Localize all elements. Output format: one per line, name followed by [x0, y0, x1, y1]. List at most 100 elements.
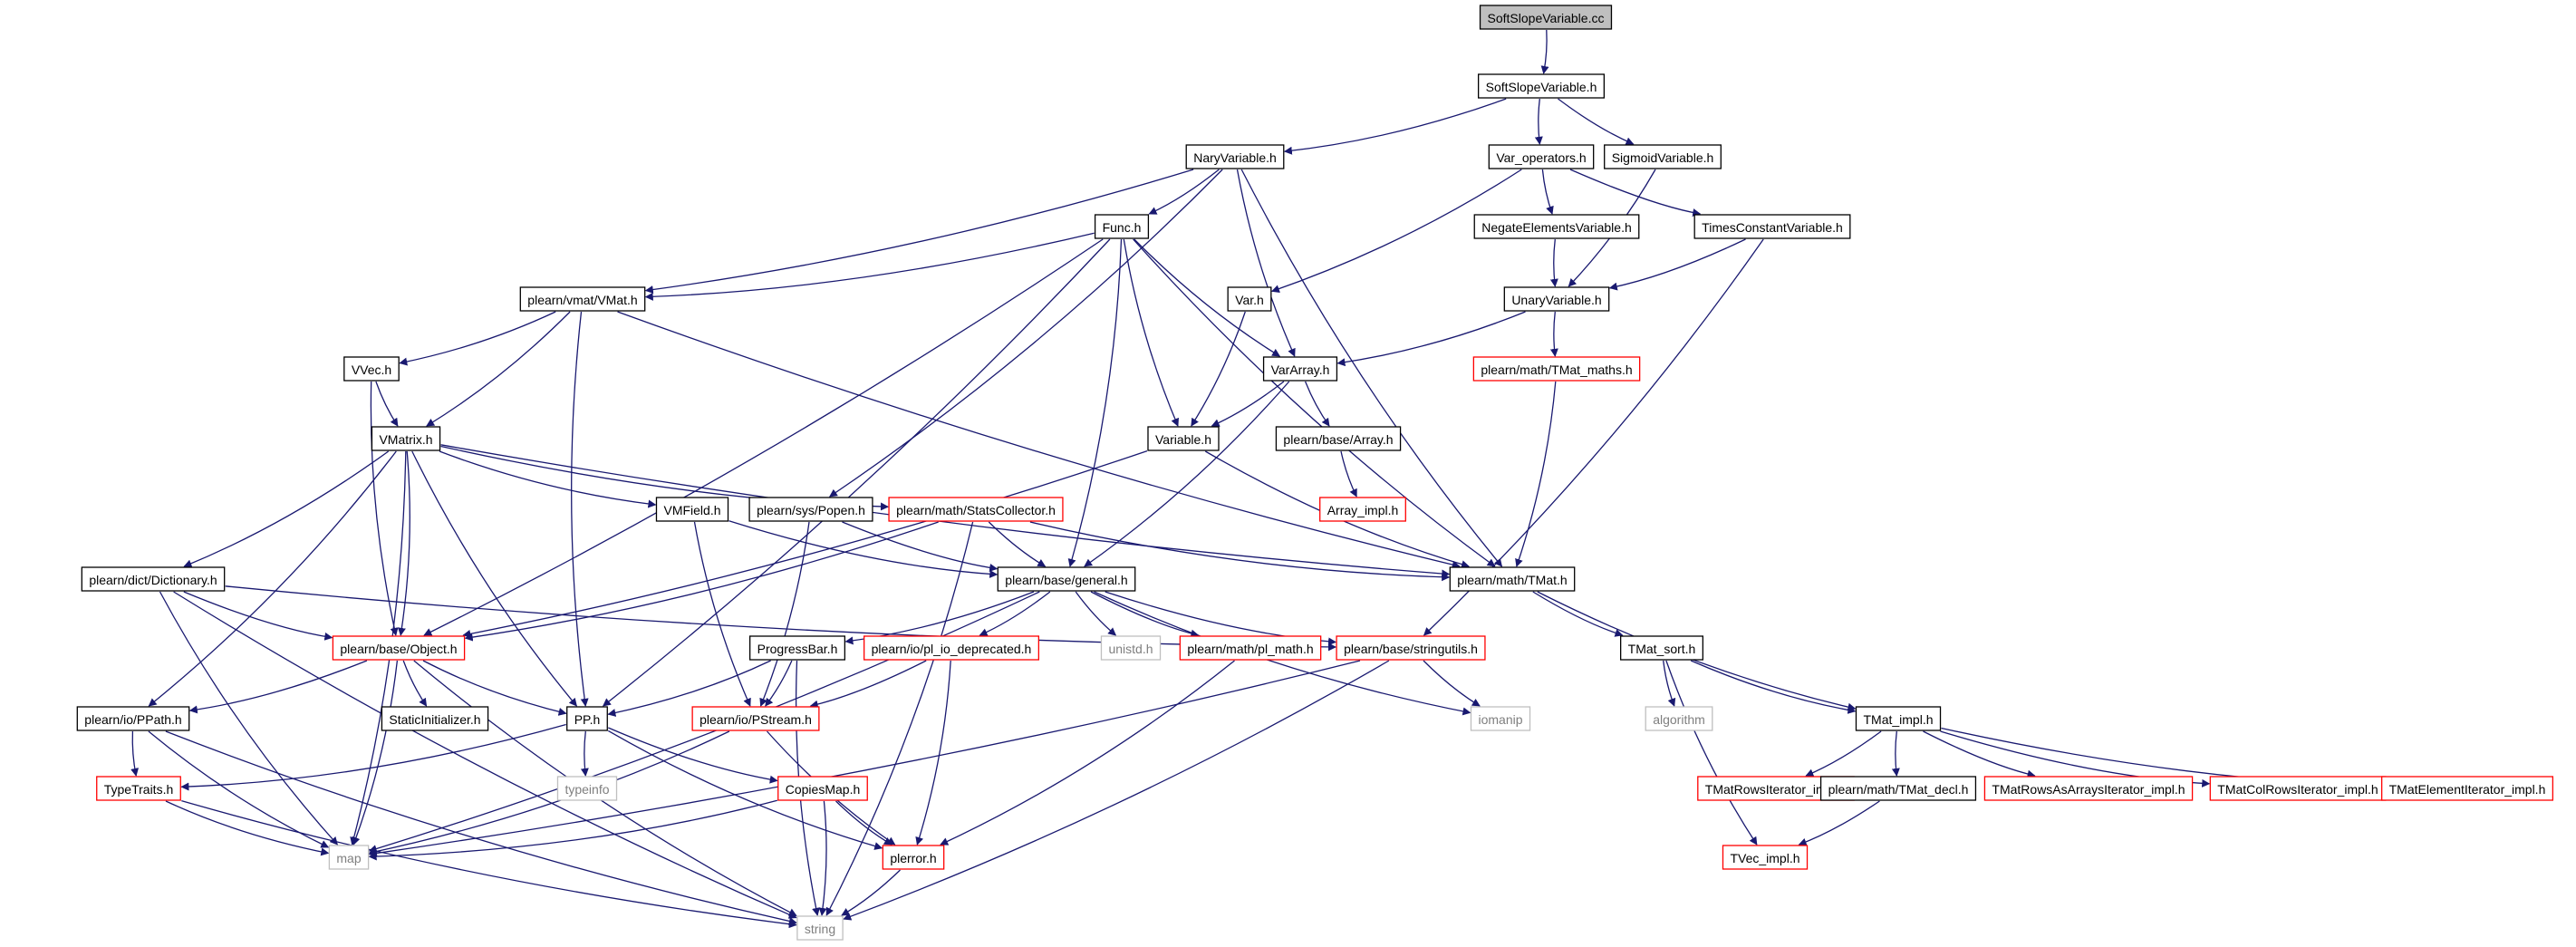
edge-plearn-vmat-vmat-h-to-vvec-h — [399, 311, 556, 366]
node-plearn-math-tmat-h[interactable]: plearn/math/TMat.h — [1449, 566, 1576, 592]
node-var-operators-h[interactable]: Var_operators.h — [1488, 144, 1595, 169]
node-label: typeinfo — [564, 782, 609, 797]
node-progressbar-h[interactable]: ProgressBar.h — [748, 635, 846, 661]
node-sigmoidvariable-h[interactable]: SigmoidVariable.h — [1604, 144, 1722, 169]
node-box — [1983, 776, 2194, 801]
edge-typetraits-h-to-string — [181, 799, 797, 929]
edge-plearn-math-tmat-h-to-tmat-impl-h — [1537, 591, 1857, 711]
edge-plearn-base-general-h-to-unistd-h — [1075, 591, 1117, 636]
node-plearn-math-tmat-decl-h[interactable]: plearn/math/TMat_decl.h — [1819, 776, 1977, 801]
edge-timesconstantvariable-h-to-unaryvariable-h — [1608, 238, 1746, 291]
node-box — [343, 356, 400, 382]
node-staticinitializer-h[interactable]: StaticInitializer.h — [381, 706, 489, 731]
edge-naryvariable-h-to-func-h — [1148, 169, 1220, 215]
node-func-h[interactable]: Func.h — [1094, 214, 1150, 239]
node-label: TMatRowsIterator_impl.h — [1705, 782, 1847, 797]
node-box — [691, 706, 820, 731]
node-plearn-base-stringutils-h[interactable]: plearn/base/stringutils.h — [1336, 635, 1486, 661]
node-box — [1819, 776, 1977, 801]
node-var-h[interactable]: Var.h — [1227, 286, 1272, 312]
edge-plearn-base-general-h-to-plearn-math-pl-math-h — [1090, 591, 1200, 638]
node-tmat-impl-h[interactable]: TMat_impl.h — [1855, 706, 1942, 731]
node-pp-h[interactable]: PP.h — [566, 706, 608, 731]
edge-negateelementsvariable-h-to-unaryvariable-h — [1549, 238, 1558, 287]
node-unistd-h[interactable]: unistd.h — [1100, 635, 1162, 661]
node-copiesmap-h[interactable]: CopiesMap.h — [777, 776, 868, 801]
node-box — [1275, 426, 1402, 451]
edge-plearn-dict-dictionary-h-to-string — [173, 591, 797, 919]
edge-tmat-impl-h-to-tmatrowsasarraysiterator-impl-h — [1923, 730, 2036, 778]
node-vmfield-h[interactable]: VMField.h — [655, 497, 729, 522]
node-label: Func.h — [1103, 220, 1142, 235]
node-label: plearn/io/PStream.h — [699, 712, 812, 727]
edge-func-h-to-pp-h — [602, 238, 1111, 707]
node-label: plearn/base/stringutils.h — [1344, 642, 1478, 656]
node-plearn-io-pl-io-deprecated-h[interactable]: plearn/io/pl_io_deprecated.h — [863, 635, 1040, 661]
node-plearn-io-pstream-h[interactable]: plearn/io/PStream.h — [691, 706, 820, 731]
node-box — [566, 706, 608, 731]
node-timesconstantvariable-h[interactable]: TimesConstantVariable.h — [1693, 214, 1851, 239]
node-plearn-sys-popen-h[interactable]: plearn/sys/Popen.h — [748, 497, 873, 522]
node-box — [371, 426, 441, 451]
node-label: plerror.h — [890, 851, 936, 865]
edge-plearn-io-ppath-h-to-map — [148, 730, 330, 848]
node-array-impl-h[interactable]: Array_impl.h — [1319, 497, 1406, 522]
node-box — [882, 845, 945, 870]
node-unaryvariable-h[interactable]: UnaryVariable.h — [1503, 286, 1610, 312]
node-tmatcolrowsiterator-impl-h[interactable]: TMatColRowsIterator_impl.h — [2209, 776, 2387, 801]
node-tvec-impl-h[interactable]: TVec_impl.h — [1722, 845, 1809, 870]
node-label: Var.h — [1235, 293, 1264, 307]
node-box — [1319, 497, 1406, 522]
node-box — [1604, 144, 1722, 169]
node-negateelementsvariable-h[interactable]: NegateElementsVariable.h — [1473, 214, 1640, 239]
node-plerror-h[interactable]: plerror.h — [882, 845, 945, 870]
node-typetraits-h[interactable]: TypeTraits.h — [96, 776, 181, 801]
edge-func-h-to-variable-h — [1123, 238, 1179, 427]
edge-func-h-to-plearn-base-object-h — [423, 238, 1104, 636]
node-tmatrowsasarraysiterator-impl-h[interactable]: TMatRowsAsArraysIterator_impl.h — [1983, 776, 2194, 801]
node-plearn-base-array-h[interactable]: plearn/base/Array.h — [1275, 426, 1402, 451]
node-box — [1477, 73, 1606, 99]
node-plearn-math-tmat-maths-h[interactable]: plearn/math/TMat_maths.h — [1472, 356, 1641, 382]
node-variable-h[interactable]: Variable.h — [1147, 426, 1220, 451]
node-iomanip[interactable]: iomanip — [1470, 706, 1531, 731]
node-label: iomanip — [1478, 712, 1522, 727]
node-typeinfo[interactable]: typeinfo — [556, 776, 618, 801]
node-vvec-h[interactable]: VVec.h — [343, 356, 400, 382]
node-string[interactable]: string — [796, 915, 844, 941]
edge-naryvariable-h-to-plearn-math-tmat-h — [1240, 169, 1503, 567]
edge-vmatrix-h-to-plearn-math-tmat-h — [440, 444, 1451, 578]
node-label: Array_impl.h — [1327, 503, 1399, 517]
node-softslopevariable-cc[interactable]: SoftSlopeVariable.cc — [1479, 5, 1613, 30]
edge-vararray-h-to-plearn-base-general-h — [1084, 381, 1290, 567]
node-algorithm[interactable]: algorithm — [1645, 706, 1713, 731]
node-map[interactable]: map — [328, 845, 370, 870]
node-label: VMField.h — [663, 503, 720, 517]
node-plearn-vmat-vmat-h[interactable]: plearn/vmat/VMat.h — [519, 286, 646, 312]
node-label: plearn/base/Array.h — [1283, 432, 1393, 447]
node-vararray-h[interactable]: VarArray.h — [1262, 356, 1338, 382]
edge-plearn-base-stringutils-h-to-map — [368, 660, 1361, 857]
node-plearn-math-pl-math-h[interactable]: plearn/math/pl_math.h — [1179, 635, 1322, 661]
node-box — [748, 635, 846, 661]
node-tmat-sort-h[interactable]: TMat_sort.h — [1619, 635, 1704, 661]
edge-plearn-base-object-h-to-pp-h — [422, 660, 567, 716]
node-plearn-base-general-h[interactable]: plearn/base/general.h — [997, 566, 1136, 592]
edge-plearn-math-statscollector-h-to-string — [825, 521, 974, 916]
edge-naryvariable-h-to-plearn-sys-popen-h — [828, 169, 1223, 498]
node-naryvariable-h[interactable]: NaryVariable.h — [1185, 144, 1285, 169]
edge-plearn-base-object-h-to-map — [352, 660, 399, 846]
node-box — [76, 706, 190, 731]
edge-plearn-math-statscollector-h-to-plearn-math-tmat-h — [1029, 521, 1451, 582]
node-vmatrix-h[interactable]: VMatrix.h — [371, 426, 441, 451]
node-plearn-io-ppath-h[interactable]: plearn/io/PPath.h — [76, 706, 190, 731]
node-plearn-math-statscollector-h[interactable]: plearn/math/StatsCollector.h — [888, 497, 1064, 522]
edge-plearn-base-general-h-to-map — [368, 591, 1040, 853]
node-label: NaryVariable.h — [1193, 150, 1277, 165]
node-label: VMatrix.h — [379, 432, 432, 447]
edge-vmatrix-h-to-plearn-io-ppath-h — [148, 450, 397, 707]
node-plearn-base-object-h[interactable]: plearn/base/Object.h — [332, 635, 466, 661]
node-softslopevariable-h[interactable]: SoftSlopeVariable.h — [1477, 73, 1606, 99]
node-tmatelementiterator-impl-h[interactable]: TMatElementIterator_impl.h — [2380, 776, 2554, 801]
node-plearn-dict-dictionary-h[interactable]: plearn/dict/Dictionary.h — [81, 566, 226, 592]
